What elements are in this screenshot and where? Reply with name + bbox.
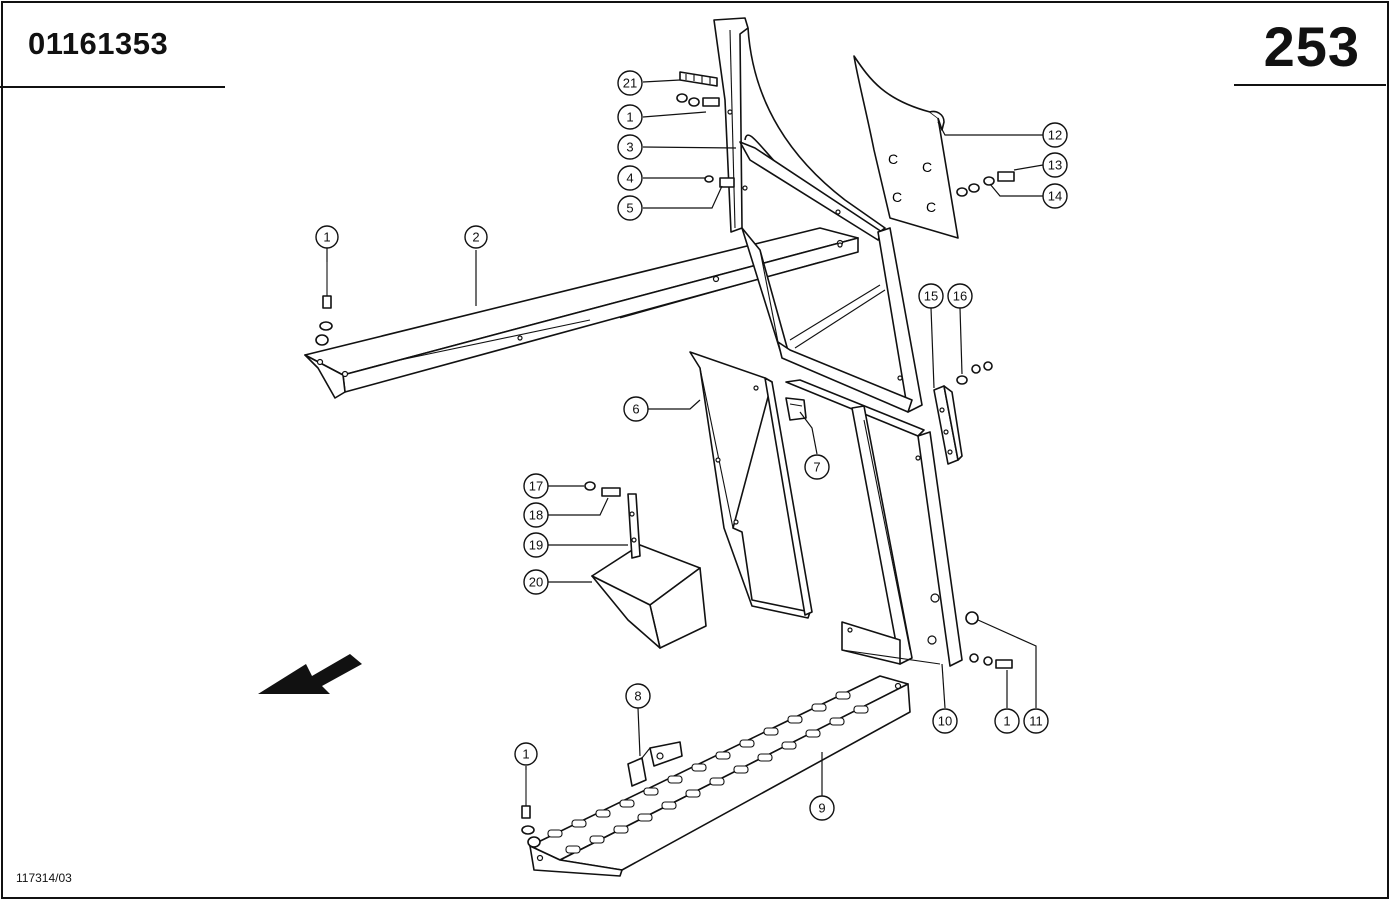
part-bracket-8 <box>627 741 683 787</box>
svg-text:C: C <box>892 189 902 205</box>
svg-text:7: 7 <box>813 460 820 475</box>
callout-21: 21 <box>617 70 643 96</box>
svg-text:15: 15 <box>924 289 938 304</box>
svg-text:10: 10 <box>938 714 952 729</box>
part-clip-7 <box>785 397 807 421</box>
part-flap-20 <box>584 481 707 649</box>
callout-6: 6 <box>623 396 649 422</box>
direction-arrow <box>258 654 362 694</box>
callout-5: 5 <box>617 195 643 221</box>
drawing-reference: 117314/03 <box>16 871 72 885</box>
callout-14: 14 <box>1042 183 1068 209</box>
svg-text:14: 14 <box>1048 189 1062 204</box>
svg-text:4: 4 <box>626 171 633 186</box>
svg-text:17: 17 <box>529 479 543 494</box>
callout-10: 10 <box>932 708 958 734</box>
svg-text:8: 8 <box>634 689 641 704</box>
part-frame-10 <box>785 379 1013 669</box>
part-frame-3 <box>713 17 923 413</box>
part-channel-6 <box>689 351 813 619</box>
svg-text:1: 1 <box>626 110 633 125</box>
svg-text:12: 12 <box>1048 128 1062 143</box>
page-number: 253 <box>1263 15 1360 78</box>
part-strip-21 <box>679 71 718 87</box>
svg-text:20: 20 <box>529 575 543 590</box>
svg-text:18: 18 <box>529 508 543 523</box>
svg-text:19: 19 <box>529 538 543 553</box>
svg-text:C: C <box>888 151 898 167</box>
svg-text:3: 3 <box>626 140 633 155</box>
callout-12: 12 <box>1042 122 1068 148</box>
document-number: 01161353 <box>28 26 169 61</box>
callout-7: 7 <box>804 454 830 480</box>
callout-9: 9 <box>809 795 835 821</box>
callout-1-step-bolt: 1 <box>514 742 538 766</box>
svg-text:21: 21 <box>623 76 637 91</box>
svg-text:6: 6 <box>632 402 639 417</box>
callout-11: 11 <box>1023 708 1049 734</box>
svg-text:5: 5 <box>626 201 633 216</box>
callout-1-beam-bolt: 1 <box>315 225 339 249</box>
fasteners-panel-12 <box>956 171 1015 197</box>
svg-text:11: 11 <box>1029 714 1043 729</box>
callout-3: 3 <box>617 134 643 160</box>
svg-text:C: C <box>922 159 932 175</box>
callout-13: 13 <box>1042 152 1068 178</box>
callout-19: 19 <box>523 532 549 558</box>
part-beam-2 <box>304 227 859 399</box>
svg-text:2: 2 <box>472 230 479 245</box>
svg-text:C: C <box>926 199 936 215</box>
svg-text:1: 1 <box>323 230 330 245</box>
svg-text:1: 1 <box>1003 714 1010 729</box>
svg-text:13: 13 <box>1048 158 1062 173</box>
svg-text:1: 1 <box>522 747 529 762</box>
callout-4: 4 <box>617 165 643 191</box>
callout-1-frame-bolt: 1 <box>617 104 643 130</box>
callout-16: 16 <box>947 283 973 309</box>
part-step-9 <box>529 675 911 877</box>
bolt-beam <box>315 262 333 346</box>
callout-2: 2 <box>464 225 488 249</box>
part-panel-12: C C C C <box>853 55 959 239</box>
callout-18: 18 <box>523 502 549 528</box>
svg-text:9: 9 <box>818 801 825 816</box>
fasteners-frame-upper <box>676 93 735 188</box>
svg-text:16: 16 <box>953 289 967 304</box>
callout-17: 17 <box>523 473 549 499</box>
callout-1-lower-bolt: 1 <box>994 708 1020 734</box>
header-rule-right <box>1234 84 1386 86</box>
header-rule-left <box>0 86 225 88</box>
part-bracket-15 <box>933 361 993 465</box>
callout-8: 8 <box>625 683 651 709</box>
leader-lines <box>326 79 1044 796</box>
callout-20: 20 <box>523 569 549 595</box>
bolt-step <box>521 770 541 848</box>
callout-15: 15 <box>918 283 944 309</box>
